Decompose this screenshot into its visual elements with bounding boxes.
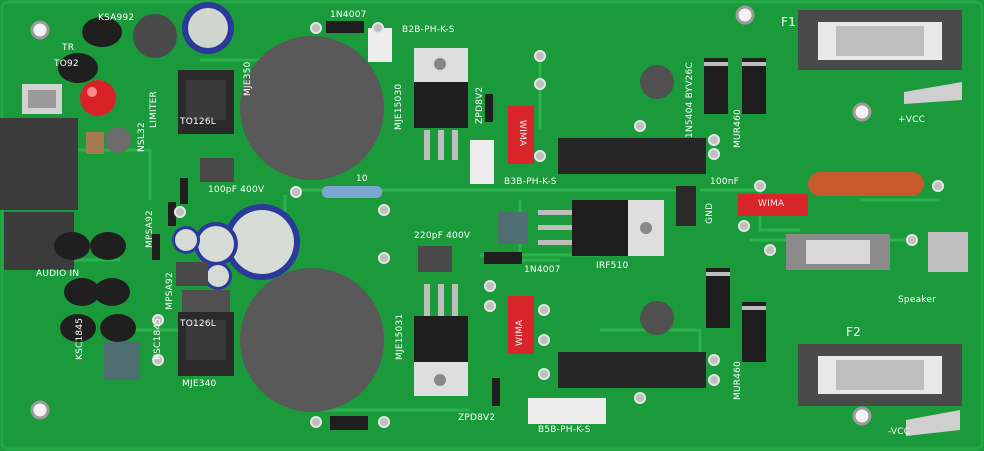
label-f1: F1	[781, 15, 796, 29]
label-vcc-plus: +VCC	[898, 115, 926, 125]
fuse-holder-f1	[798, 10, 962, 70]
label-ksc1845: KSC1845	[153, 317, 163, 360]
ldr-body	[86, 132, 104, 154]
red-led-shine	[87, 87, 97, 97]
label-mur460-top: MUR460	[733, 109, 743, 148]
terminal-vcc-minus	[906, 410, 960, 436]
red-led	[80, 80, 116, 116]
label-to126-bottom: TO126L	[180, 319, 216, 329]
hole-top-left-dark	[133, 14, 177, 58]
label-irf510: IRF510	[596, 261, 629, 271]
label-cap-100pf: 100pF 400V	[208, 185, 265, 195]
resistor-orange	[808, 172, 924, 196]
label-conn-b5b: B5B-PH-K-S	[538, 425, 591, 435]
label-gnd: GND	[705, 202, 715, 224]
label-mpsa92-2: MPSA92	[165, 272, 175, 310]
label-to126-top: TO126L	[180, 117, 216, 127]
label-cap-100nf: 100nF	[710, 177, 740, 187]
wima-bottom	[508, 296, 534, 354]
label-mje350: MJE350	[243, 61, 253, 96]
diode-small-3	[168, 202, 176, 226]
label-nsl32: NSL32	[137, 122, 147, 152]
label-conn-b2b: B2B-PH-K-S	[402, 25, 455, 35]
label-zpd8v2-bottom: ZPD8V2	[458, 413, 496, 423]
trimmer	[498, 212, 528, 244]
trimmer-2	[104, 342, 140, 380]
label-mpsa92-1: MPSA92	[145, 210, 155, 248]
label-diode-top: 1N4007	[330, 10, 367, 20]
label-zpd8v2-top: ZPD8V2	[475, 86, 485, 124]
cap-220pf	[418, 246, 452, 272]
label-conn-b3b: B3B-PH-K-S	[504, 177, 557, 187]
label-f2: F2	[846, 325, 861, 339]
label-mje340: MJE340	[182, 379, 217, 389]
label-1n5404: 1N5404 BYV26C	[685, 62, 695, 138]
conn-b2b	[368, 28, 392, 62]
power-resistor-top	[558, 138, 706, 174]
label-mje15031: MJE15031	[395, 313, 405, 360]
terminal-vcc-plus	[904, 82, 962, 104]
mount-hole-mid-bottom	[640, 301, 674, 335]
label-limiter: LIMITER	[149, 91, 159, 128]
diode-zpd-bottom	[492, 378, 500, 406]
diode-1n4007-mid	[484, 252, 522, 264]
resistor-10	[322, 186, 382, 198]
to126-chips	[178, 70, 234, 376]
label-speaker: Speaker	[898, 295, 937, 305]
ldr	[105, 127, 131, 153]
power-diodes	[704, 58, 766, 362]
mount-hole-mid-top	[640, 65, 674, 99]
label-wima-right: WIMA	[758, 199, 785, 209]
fuse-glass	[786, 234, 890, 270]
label-to92: TO92	[54, 59, 79, 69]
label-vcc-minus: -VCC	[888, 427, 911, 437]
wima-top	[508, 106, 534, 164]
cap-100pf-bottom	[176, 262, 208, 286]
label-diode-mid: 1N4007	[524, 265, 561, 275]
diode-1n4007-top	[326, 21, 364, 33]
label-ksa992: KSA992	[98, 13, 135, 23]
label-audio-in: AUDIO IN	[36, 269, 80, 279]
heatsink-bottom	[240, 268, 384, 412]
diode-1n4007-bottom	[330, 416, 368, 430]
conn-left-small-inner	[28, 90, 56, 108]
diode-bands	[704, 62, 766, 310]
diode-small-1	[180, 178, 188, 204]
cap-100pf-top	[200, 158, 234, 182]
label-wima-top: WIMA	[517, 120, 527, 147]
label-tr: TR	[62, 43, 75, 53]
to220-chips	[414, 48, 664, 396]
label-ksc1845-2: KSC1845	[75, 317, 85, 360]
conn-left-top	[0, 118, 78, 210]
heatsink-top	[240, 36, 384, 180]
pads	[152, 22, 944, 428]
label-mur460-bottom: MUR460	[733, 361, 743, 400]
fuse-holder-f2	[798, 344, 962, 406]
label-res-10: 10	[356, 174, 368, 184]
terminal-speaker	[928, 232, 968, 272]
wima-right	[738, 194, 808, 216]
diode-zpd-top	[485, 94, 493, 122]
conn-b3b	[470, 140, 494, 184]
diode-small-2	[152, 234, 160, 260]
label-mje15030: MJE15030	[394, 83, 404, 130]
power-resistor-bottom	[558, 352, 706, 388]
cap-100nf	[676, 186, 696, 226]
conn-b5b	[528, 398, 606, 424]
electrolytic-caps	[172, 2, 300, 290]
to92-transistors	[54, 17, 136, 342]
mounting-holes	[30, 5, 872, 426]
label-cap-220pf: 220pF 400V	[414, 231, 471, 241]
label-wima-bottom: WIMA	[515, 319, 525, 346]
